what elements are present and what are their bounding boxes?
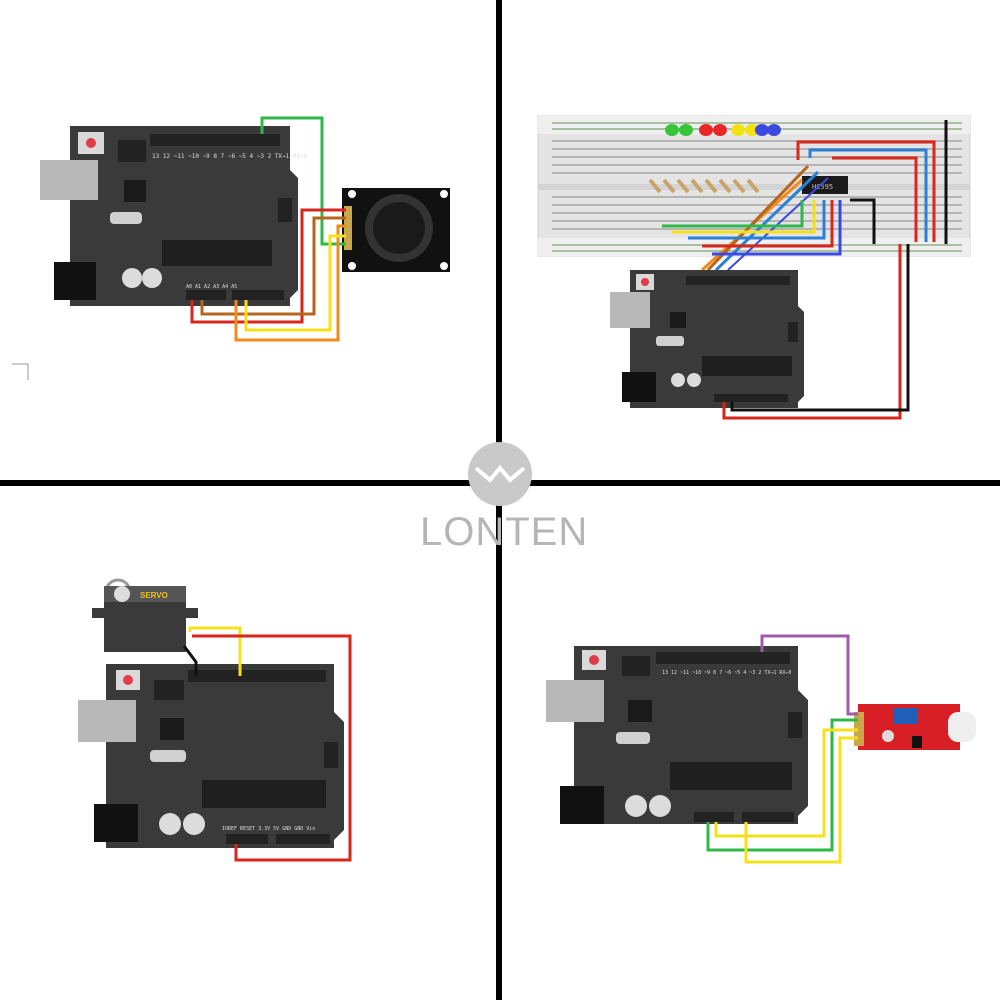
wire-black-gnd (182, 645, 198, 676)
digital-header-label: 13 12 ~11 ~10 ~9 8 7 ~6 ~5 4 ~3 2 TX→1 R… (152, 153, 308, 160)
joystick-diagram: 13 12 ~11 ~10 ~9 8 7 ~6 ~5 4 ~3 2 TX→1 R… (0, 0, 496, 480)
potentiometer (894, 708, 918, 724)
led-red-1 (699, 124, 713, 136)
watermark-logo-circle (468, 442, 532, 506)
led-red-2 (713, 124, 727, 136)
sound-sensor-module (854, 704, 976, 750)
wire-orange (234, 224, 346, 342)
microphone (948, 712, 976, 742)
wire-blue-top (808, 148, 928, 242)
lonten-watermark: LONTEN (420, 440, 589, 560)
digital-header (686, 276, 790, 285)
led-row (665, 124, 781, 136)
power-header (694, 812, 734, 822)
servo-motor: SERVO (92, 578, 198, 652)
arduino-board-2 (610, 270, 804, 408)
usb-port (610, 292, 650, 328)
wire-brown (200, 216, 346, 316)
resistor-row (648, 178, 760, 194)
crystal (110, 212, 142, 224)
watermark-logo-mark (474, 464, 526, 483)
hc595-label: HC595 (812, 183, 833, 191)
atmega-chip (670, 762, 792, 790)
reset-button (641, 278, 649, 286)
wire-yellow-signal (188, 626, 242, 676)
power-header-label: IOREF RESET 3.3V 5V GND GND Vin (222, 826, 315, 832)
wire-red-power (192, 634, 352, 862)
power-jack (94, 804, 138, 842)
analog-header (276, 834, 330, 844)
digital-header (150, 134, 280, 146)
analog-header (232, 290, 284, 300)
watermark-text: LONTEN (420, 510, 589, 554)
arduino-board-1: 13 12 ~11 ~10 ~9 8 7 ~6 ~5 4 ~3 2 TX→1 R… (40, 126, 308, 306)
led-shift-register-diagram: HC595 (502, 0, 1000, 480)
power-jack (622, 372, 656, 402)
capacitor-2 (142, 268, 162, 288)
arduino-board-3: IOREF RESET 3.3V 5V GND GND Vin (78, 664, 344, 848)
joystick-pins (344, 206, 352, 250)
sound-sensor-diagram: 13 12 ~11 ~10 ~9 8 7 ~6 ~5 4 ~3 2 TX→1 R… (502, 486, 1000, 1000)
usb-port (78, 700, 136, 742)
usb-port (40, 160, 98, 200)
led-green-1 (665, 124, 679, 136)
power-jack (54, 262, 96, 300)
hc595-chip: HC595 (802, 176, 848, 194)
led-blue-1 (755, 124, 769, 136)
digital-header (188, 670, 326, 682)
wire-red-top (796, 140, 936, 242)
wire-black-gnd (730, 244, 910, 412)
wire-purple (760, 634, 858, 716)
wire-yellow (244, 234, 346, 332)
reset-button (589, 655, 599, 665)
analog-header-label: A0 A1 A2 A3 A4 A5 (186, 284, 237, 290)
usb-port (546, 680, 604, 722)
digital-header (656, 652, 790, 664)
reset-button (123, 675, 133, 685)
power-header (186, 290, 226, 300)
atmega-chip (202, 780, 326, 808)
servo-diagram: SERVO IOREF RESET 3.3V 5V GND GND Vin (0, 486, 496, 1000)
capacitor-1 (122, 268, 142, 288)
arduino-board-4: 13 12 ~11 ~10 ~9 8 7 ~6 ~5 4 ~3 2 TX→1 R… (546, 646, 808, 824)
power-jack (560, 786, 604, 824)
analog-header (742, 812, 794, 822)
led-yellow-1 (731, 124, 745, 136)
servo-horn (114, 586, 130, 602)
power-header (226, 834, 268, 844)
wire-black (850, 198, 876, 244)
led-green-2 (679, 124, 693, 136)
chip-small (124, 180, 146, 202)
wire-yellow-1 (744, 736, 858, 864)
led-yellow-2 (745, 124, 759, 136)
wire-red-power (722, 244, 902, 420)
atmega-chip (162, 240, 272, 266)
reset-button (86, 138, 96, 148)
digital-header-label: 13 12 ~11 ~10 ~9 8 7 ~6 ~5 4 ~3 2 TX→1 R… (662, 670, 791, 676)
sensor-pins (854, 712, 864, 746)
servo-label: SERVO (140, 591, 168, 600)
joystick-module (342, 188, 450, 272)
wire-yellow-2 (714, 728, 858, 838)
wire-green (706, 718, 858, 852)
wire-red (190, 208, 346, 324)
led-blue-2 (767, 124, 781, 136)
atmega-chip (702, 356, 792, 376)
wire-red-2 (832, 156, 918, 242)
